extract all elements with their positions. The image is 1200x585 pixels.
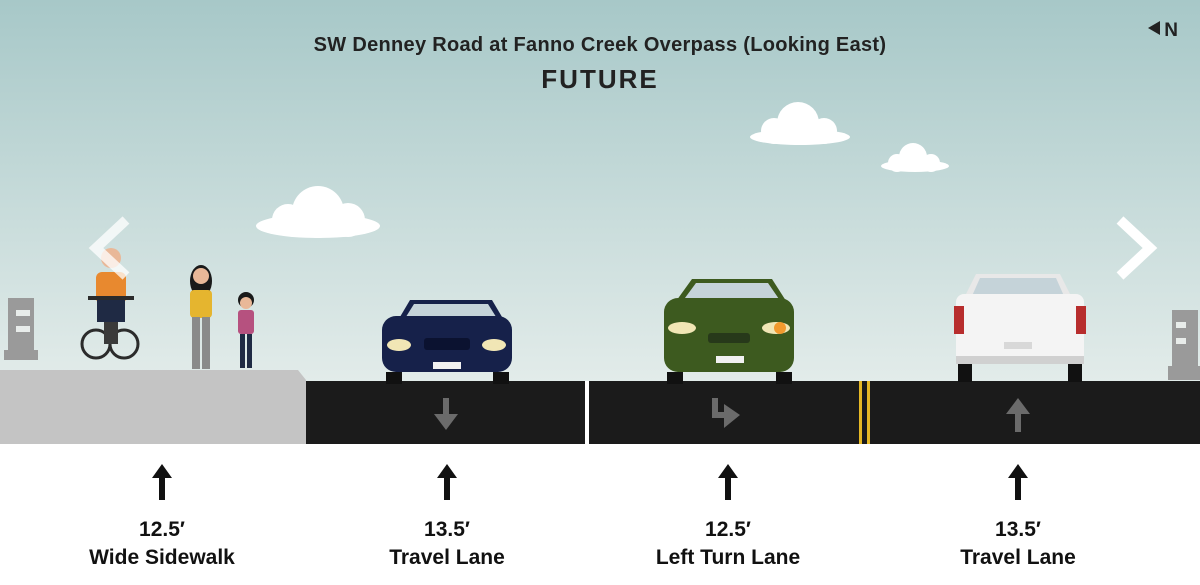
lane-arrow-up-icon bbox=[1006, 398, 1030, 432]
previous-button[interactable] bbox=[86, 214, 134, 282]
lane-divider bbox=[585, 381, 589, 444]
sidewalk bbox=[0, 370, 306, 444]
segment-width: 13.5′ bbox=[995, 518, 1041, 541]
chevron-left-icon bbox=[88, 216, 130, 280]
segment-name: Left Turn Lane bbox=[655, 546, 801, 569]
car-sedan bbox=[382, 300, 512, 384]
arrow-up-icon bbox=[718, 464, 738, 500]
west-pointing-triangle-icon bbox=[1148, 21, 1161, 35]
car-sedan bbox=[664, 279, 794, 384]
north-indicator: N bbox=[1148, 20, 1178, 42]
next-button[interactable] bbox=[1112, 214, 1160, 282]
segment-label: 13.5′ Travel Lane bbox=[327, 462, 567, 572]
segment-name: Travel Lane bbox=[389, 546, 505, 569]
cloud bbox=[750, 102, 850, 145]
center-line bbox=[859, 381, 862, 444]
right-railing bbox=[1168, 310, 1200, 380]
diagram-title: SW Denney Road at Fanno Creek Overpass (… bbox=[313, 34, 887, 56]
center-line bbox=[867, 381, 870, 444]
segment-name: Travel Lane bbox=[960, 546, 1076, 569]
arrow-up-icon bbox=[1008, 464, 1028, 500]
arrow-up-icon bbox=[437, 464, 457, 500]
pedestrian-adult bbox=[190, 265, 212, 369]
cloud bbox=[881, 143, 949, 172]
north-label: N bbox=[1164, 20, 1178, 41]
lane-turn-arrow-icon bbox=[712, 398, 740, 428]
pickup-truck bbox=[954, 274, 1086, 382]
arrow-up-icon bbox=[152, 464, 172, 500]
segment-label: 12.5′ Left Turn Lane bbox=[608, 462, 848, 572]
pedestrian-child bbox=[238, 292, 254, 368]
chevron-right-icon bbox=[1116, 216, 1158, 280]
cloud bbox=[256, 186, 380, 238]
segment-width: 13.5′ bbox=[424, 518, 470, 541]
road-surface bbox=[306, 381, 1200, 444]
segment-name: Wide Sidewalk bbox=[89, 546, 235, 569]
diagram-subtitle: FUTURE bbox=[541, 64, 659, 94]
segment-width: 12.5′ bbox=[705, 518, 751, 541]
segment-label: 13.5′ Travel Lane bbox=[898, 462, 1138, 572]
segment-label: 12.5′ Wide Sidewalk bbox=[42, 462, 282, 572]
lane-arrow-down-icon bbox=[434, 398, 458, 430]
left-railing bbox=[4, 298, 38, 360]
segment-width: 12.5′ bbox=[139, 518, 185, 541]
